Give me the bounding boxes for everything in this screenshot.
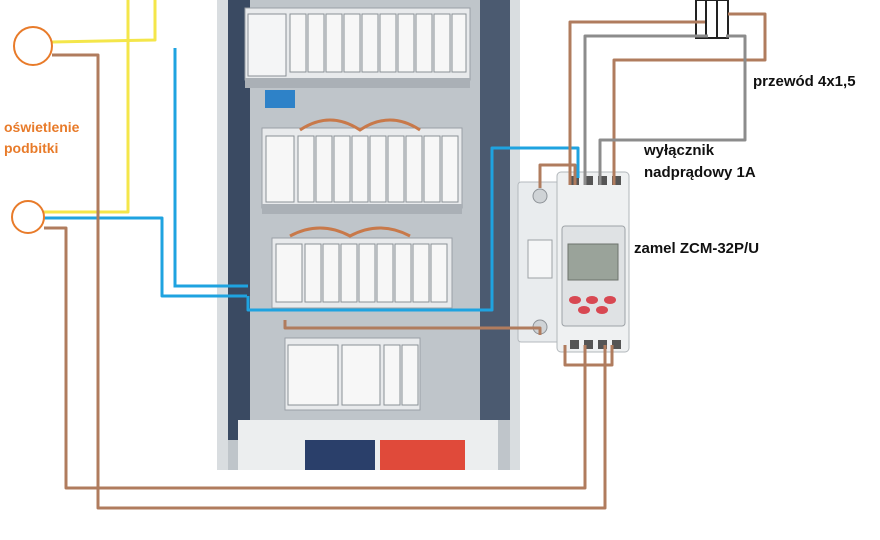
- yellow-wire-lamp2: [44, 0, 130, 214]
- grey-wire-cable-2: [598, 34, 747, 185]
- brown-wire-lamp1: [52, 53, 607, 510]
- yellow-wire-top: [51, 0, 157, 44]
- blue-wire-neutral: [246, 146, 580, 312]
- brown-wire-cable-2: [612, 12, 767, 185]
- brown-wire-cable-1: [568, 20, 705, 185]
- din-row-2: [261, 118, 463, 214]
- lamp-2: [11, 200, 45, 234]
- brown-wire-breaker-bottom: [283, 320, 542, 335]
- breaker-label: wyłącznik nadprądowy 1A: [644, 140, 756, 184]
- cabinet-photo: [217, 0, 520, 470]
- brown-wire-lamp2: [44, 226, 587, 490]
- din-row-4: [284, 337, 421, 411]
- lighting-label-line1: oświetlenie: [4, 119, 80, 135]
- cable-label: przewód 4x1,5: [753, 73, 856, 90]
- brown-wire-timer-out: [563, 345, 614, 367]
- breaker-label-line1: wyłącznik: [644, 142, 715, 159]
- breaker-1a: [517, 181, 561, 343]
- blue-wire-lamp1-visible: [173, 48, 248, 288]
- timer-label: zamel ZCM-32P/U: [634, 240, 760, 257]
- lighting-label: oświetlenie podbitki: [4, 117, 79, 159]
- brown-wire-breaker-top: [538, 163, 577, 188]
- grey-wire-cable-1: [583, 34, 708, 185]
- lighting-label-line2: podbitki: [4, 140, 59, 156]
- din-row-3: [271, 226, 453, 309]
- breaker-label-line2: nadprądowy 1A: [644, 164, 756, 181]
- cable-end: [695, 0, 729, 39]
- zamel-timer: [556, 171, 630, 353]
- bottom-unit: [238, 420, 498, 470]
- din-row-1: [244, 7, 471, 108]
- lamp-1: [13, 26, 53, 66]
- blue-wire-lamp2: [44, 216, 247, 298]
